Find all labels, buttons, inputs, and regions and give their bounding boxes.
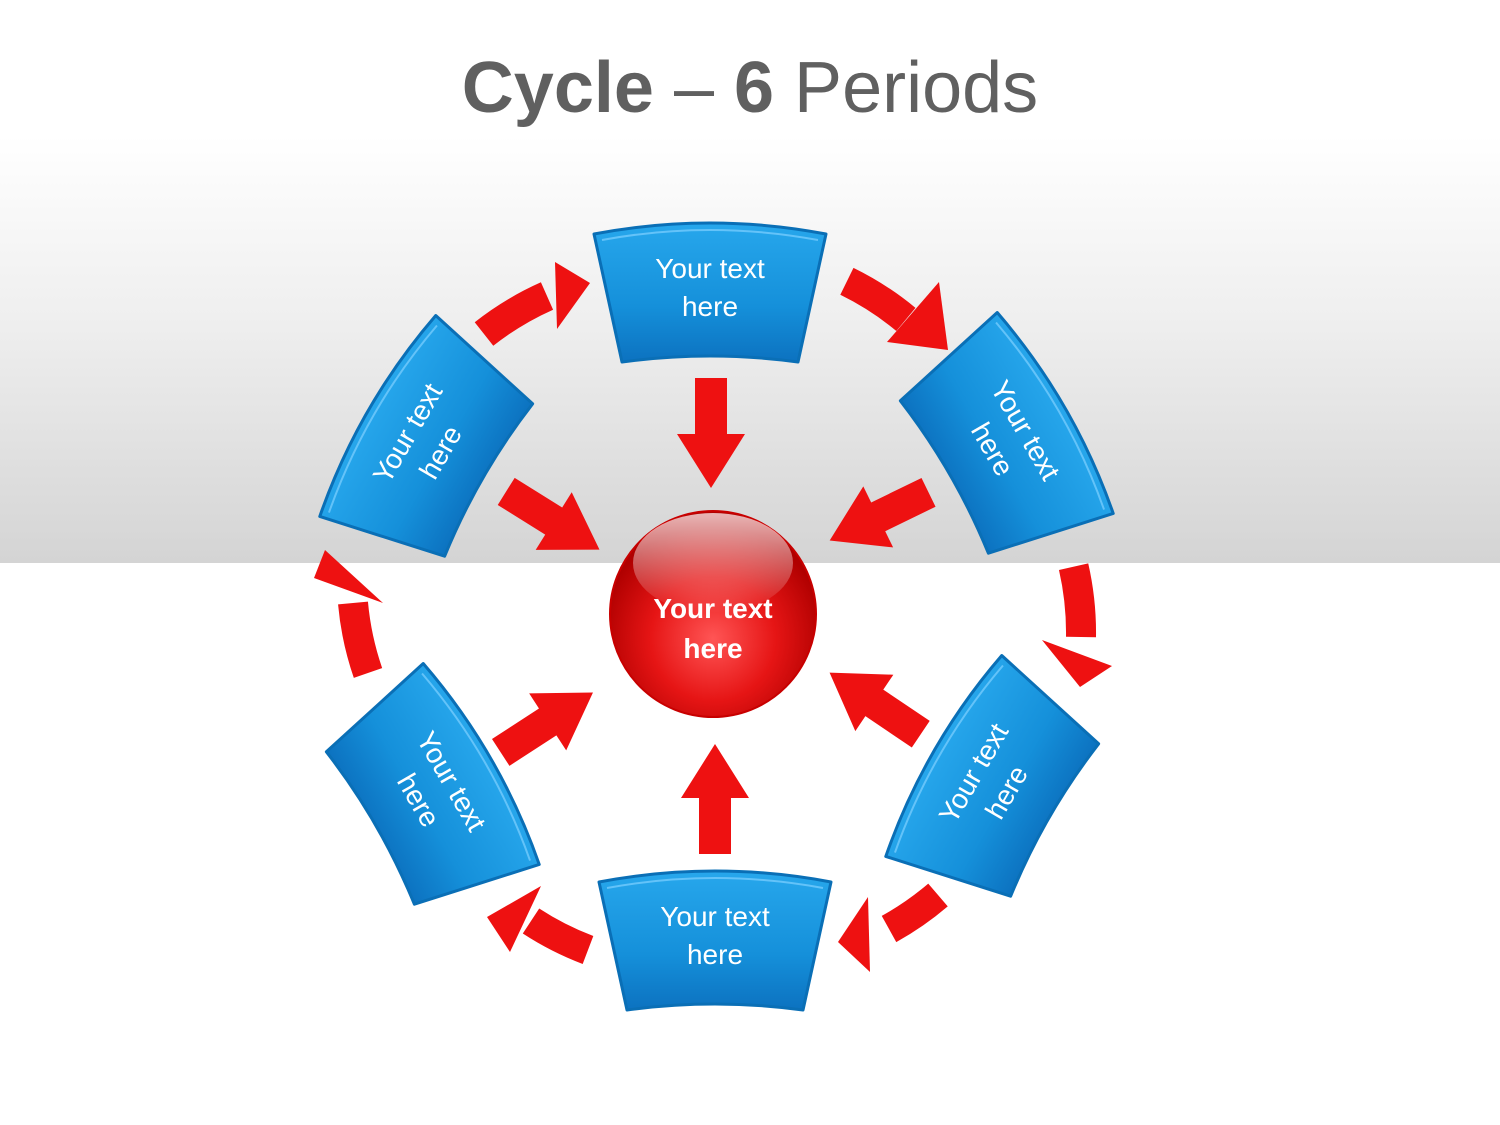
arrow-to-center bbox=[810, 644, 940, 763]
cycle-arrow-head bbox=[838, 897, 870, 972]
center-label-line1: Your text bbox=[653, 593, 772, 624]
cycle-arrow-head bbox=[1042, 640, 1112, 687]
period-box-5: Your text here bbox=[310, 656, 551, 930]
period-box-1: Your text here bbox=[592, 221, 828, 364]
period-label-line1: Your text bbox=[660, 901, 770, 932]
cycle-arrow bbox=[474, 282, 554, 346]
period-box-3: Your text here bbox=[874, 648, 1115, 922]
cycle-arrow bbox=[881, 883, 948, 943]
center-circle: Your text here bbox=[609, 510, 817, 718]
period-label-line2: here bbox=[682, 291, 738, 322]
arrow-to-center bbox=[814, 461, 944, 572]
period-label-line2: here bbox=[687, 939, 743, 970]
center-label-line2: here bbox=[683, 633, 742, 664]
cycle-arrow bbox=[840, 267, 916, 332]
period-box-4: Your text here bbox=[597, 869, 833, 1012]
arrow-to-center bbox=[681, 744, 749, 854]
arrow-to-center bbox=[482, 663, 612, 781]
arrow-to-center bbox=[488, 462, 618, 579]
cycle-arrow-head bbox=[314, 550, 383, 603]
cycle-arrow-head bbox=[887, 282, 948, 350]
cycle-arrow bbox=[338, 601, 383, 678]
cycle-arrow-head bbox=[487, 886, 541, 952]
cycle-arrows bbox=[314, 262, 1112, 972]
period-box-2: Your text here bbox=[884, 305, 1125, 579]
cycle-arrow bbox=[522, 908, 594, 965]
cycle-arrow-head bbox=[555, 262, 590, 329]
cycle-arrow bbox=[1058, 563, 1097, 638]
arrow-to-center bbox=[677, 378, 745, 488]
period-box-6: Your text here bbox=[308, 308, 549, 582]
slide-title: Cycle – 6 Periods bbox=[461, 48, 1039, 128]
period-label-line1: Your text bbox=[655, 253, 765, 284]
